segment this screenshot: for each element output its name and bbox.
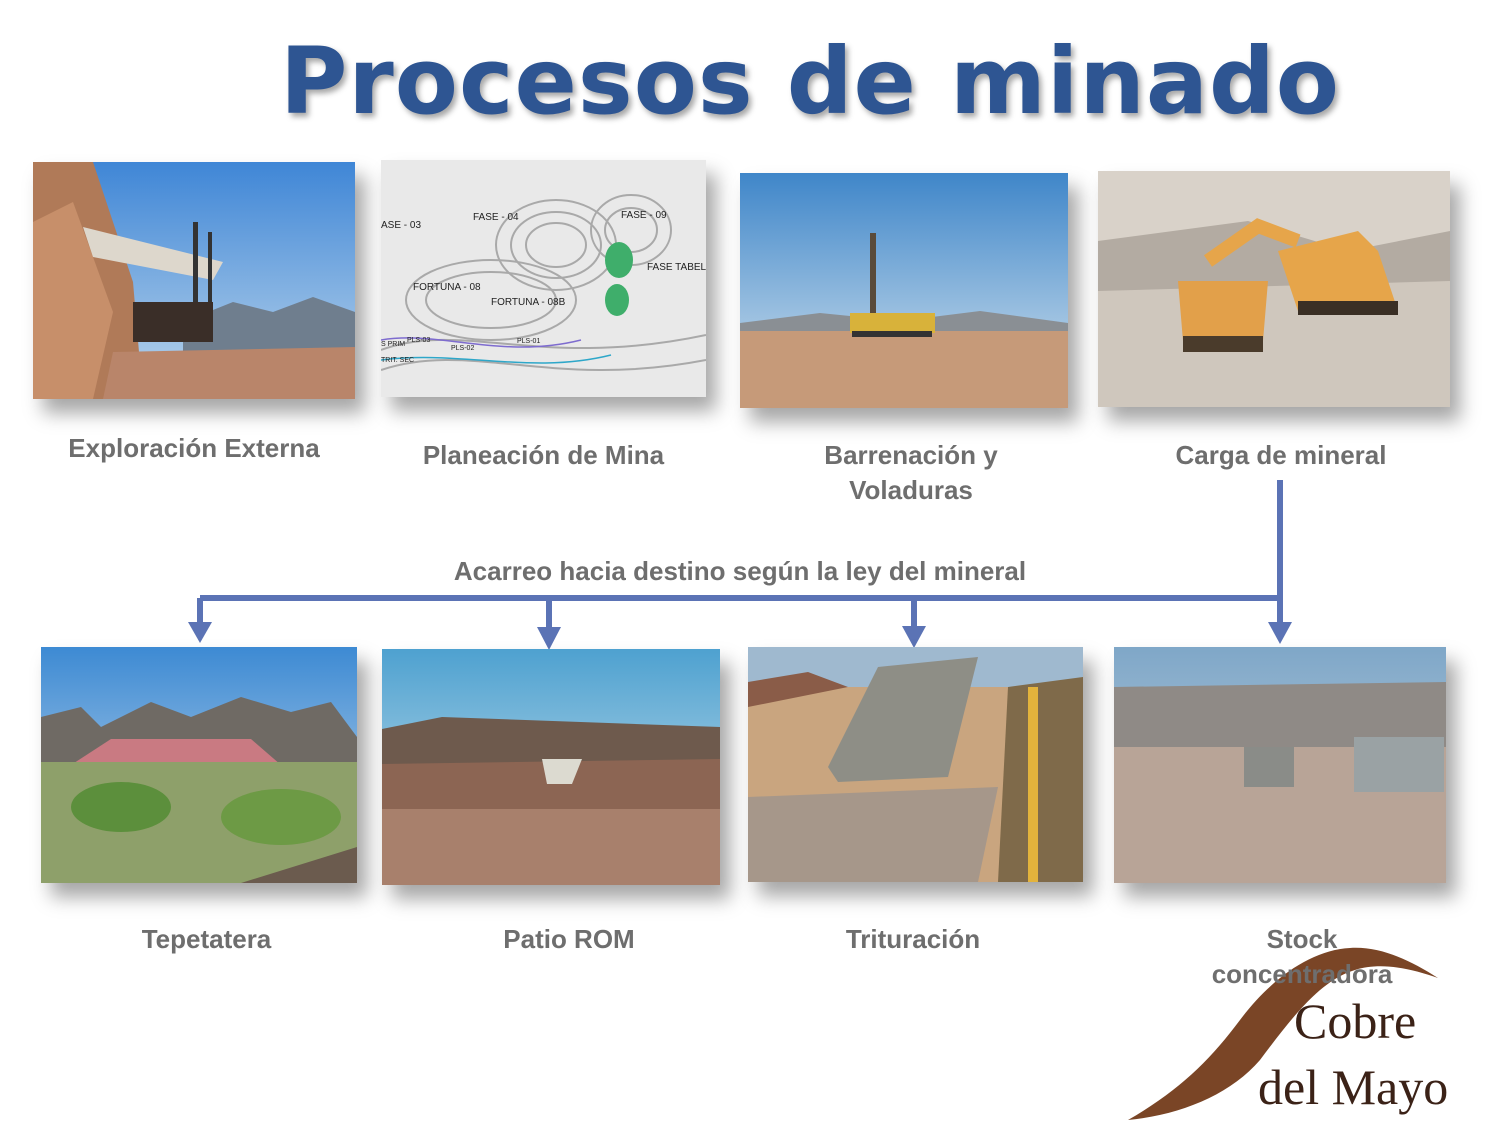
map-label: S PRIM bbox=[381, 341, 405, 348]
caption-exploracion-externa: Exploración Externa bbox=[68, 433, 320, 463]
photo-carga-de-mineral bbox=[1098, 171, 1450, 407]
map-label: TRIT. SEC bbox=[381, 357, 414, 364]
map-label: ASE - 03 bbox=[381, 220, 421, 231]
caption-line: Barrenación y bbox=[824, 440, 998, 470]
caption-barrenacion-y-voladuras: Barrenación y Voladuras bbox=[740, 438, 1082, 508]
photo-exploracion-externa bbox=[33, 162, 355, 399]
caption-line: Voladuras bbox=[849, 475, 973, 505]
arrowhead-stock bbox=[1268, 622, 1292, 644]
caption-planeacion-de-mina: Planeación de Mina bbox=[422, 440, 665, 470]
map-label: PLS-03 bbox=[407, 337, 430, 344]
photo-planeacion-de-mina: FASE - 04 FASE - 09 ASE - 03 FASE TABELO… bbox=[381, 160, 706, 397]
map-label: FORTUNA - 08B bbox=[491, 297, 566, 308]
map-label: FORTUNA - 08 bbox=[413, 282, 481, 293]
caption-trituracion: Trituración bbox=[845, 924, 981, 954]
caption-patio-rom: Patio ROM bbox=[503, 924, 635, 954]
arrowhead-tepetatera bbox=[188, 622, 212, 643]
haul-label: Acarreo hacia destino según la ley del m… bbox=[453, 556, 1027, 586]
photo-tepetatera bbox=[41, 647, 357, 883]
caption-tepetatera: Tepetatera bbox=[141, 924, 272, 954]
photo-patio-rom bbox=[382, 649, 720, 885]
logo-text-line1: Cobre bbox=[1294, 993, 1417, 1049]
photo-barrenacion-y-voladuras bbox=[740, 173, 1068, 408]
arrowhead-trituracion bbox=[902, 626, 926, 648]
map-label: PLS-01 bbox=[517, 338, 540, 345]
photo-trituracion bbox=[748, 647, 1083, 882]
logo-text-line2: del Mayo bbox=[1258, 1059, 1449, 1115]
cobre-del-mayo-logo: Cobre del Mayo bbox=[1120, 940, 1490, 1125]
caption-stock-concentradora: Stock concentradora bbox=[1156, 922, 1448, 992]
slide-title: Procesos de minado bbox=[280, 28, 1341, 135]
logo-swoosh bbox=[1128, 947, 1438, 1120]
photo-stock-concentradora bbox=[1114, 647, 1446, 883]
arrowhead-patio-rom bbox=[537, 627, 561, 650]
map-label: FASE - 04 bbox=[473, 212, 519, 223]
caption-line: concentradora bbox=[1211, 959, 1393, 989]
map-label: PLS-02 bbox=[451, 345, 474, 352]
caption-carga-de-mineral: Carga de mineral bbox=[1175, 440, 1387, 470]
map-label: FASE TABELO bbox=[647, 262, 706, 273]
caption-line: Stock bbox=[1266, 924, 1338, 954]
map-label: FASE - 09 bbox=[621, 210, 667, 221]
